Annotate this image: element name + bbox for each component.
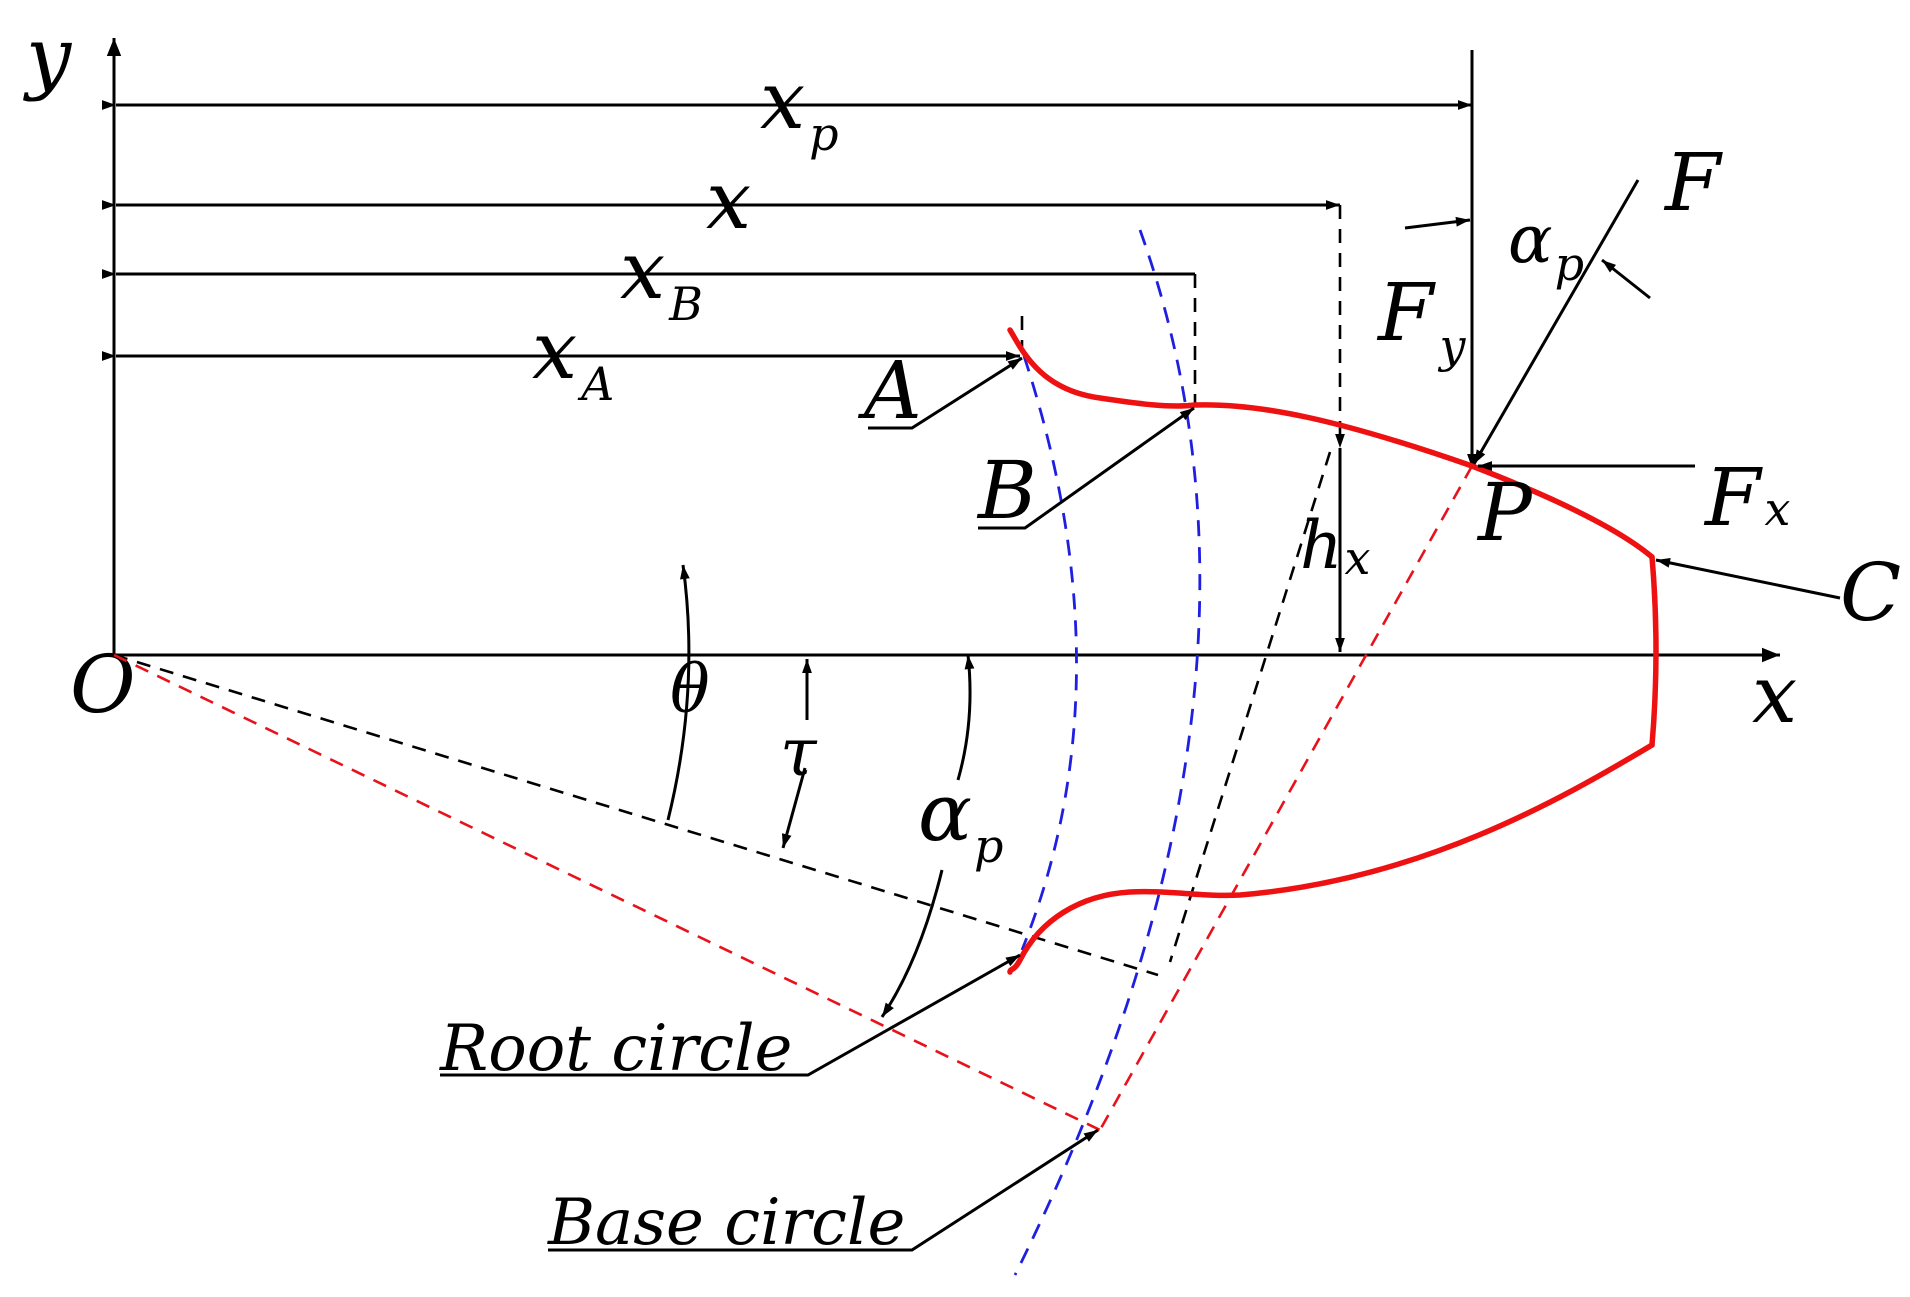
tau-label: τ <box>780 714 818 791</box>
alpha-p-bottom-label: αp <box>918 766 1003 873</box>
root-circle-label: Root circle <box>439 1012 792 1086</box>
force-Fx-label: Fx <box>1703 451 1791 544</box>
point-P-label: P <box>1476 466 1533 559</box>
theta-label: θ <box>670 651 710 728</box>
dimension-lines: xp x xB xA hx <box>102 50 1477 652</box>
tooth-tip <box>1649 554 1659 748</box>
base-circle-leader <box>548 1128 1099 1252</box>
tooth-upper-flank <box>1007 327 1655 560</box>
x-dim-label: x <box>706 154 751 247</box>
xA-label: xA <box>532 304 614 411</box>
pressure-line <box>1098 465 1474 1131</box>
C-leader <box>1655 558 1841 600</box>
alpha-p-bottom-arc-down <box>880 869 944 1018</box>
hx-construction-line <box>1168 451 1332 963</box>
tooth-centerline <box>113 653 1159 977</box>
axes: y x O <box>23 10 1797 741</box>
point-C-label: C <box>1840 546 1901 639</box>
root-circle-arc <box>1020 355 1078 951</box>
hx-label: hx <box>1300 507 1371 585</box>
xp-label: xp <box>760 54 839 161</box>
circle-callouts: Root circle Base circle <box>439 953 1099 1260</box>
alpha-p-tick-right <box>1601 258 1651 300</box>
x-axis-label: x <box>1752 648 1797 741</box>
B-leader <box>978 406 1195 530</box>
circles <box>1013 229 1202 1276</box>
base-circle-label: Base circle <box>547 1186 905 1260</box>
root-circle-leader <box>440 953 1021 1077</box>
tooth-profile <box>1007 327 1659 975</box>
A-leader <box>868 356 1023 430</box>
tooth-lower-flank <box>1007 742 1655 975</box>
alpha-p-top-label: αp <box>1508 201 1584 291</box>
theta-arc <box>666 564 691 821</box>
y-axis-label: y <box>23 10 73 103</box>
point-callouts: A B P C <box>857 344 1901 639</box>
point-B-label: B <box>976 444 1037 537</box>
angle-annotations: θ τ αp <box>666 564 1003 1018</box>
xB-label: xB <box>620 224 703 331</box>
base-circle-arc <box>1013 229 1202 1276</box>
point-A-label: A <box>857 344 922 437</box>
force-F-label: F <box>1663 136 1723 229</box>
base-radius-line <box>113 653 1101 1132</box>
tau-arrow-down <box>781 767 807 849</box>
force-F-arrow <box>1472 179 1640 465</box>
origin-label: O <box>70 638 136 731</box>
alpha-p-bottom-arc-up <box>956 654 975 781</box>
construction-lines <box>113 451 1474 1132</box>
alpha-p-tick-left <box>1404 216 1471 230</box>
